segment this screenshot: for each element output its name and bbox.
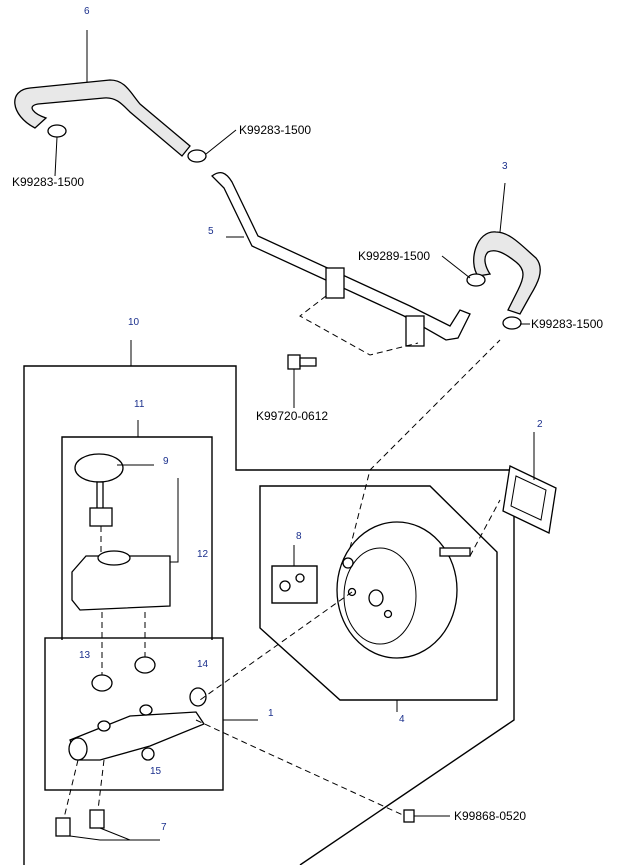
part-number-clamp-top-right: K99283-1500 xyxy=(239,123,311,137)
leader-7b xyxy=(99,827,131,841)
reservoir-seal-b xyxy=(134,656,156,674)
part-number-screw: K99868-0520 xyxy=(454,809,526,823)
booster-stud-b xyxy=(383,609,393,619)
cap-filter-stem xyxy=(96,481,104,511)
brake-fitting-b xyxy=(89,809,105,829)
fluid-reservoir-12 xyxy=(71,555,171,611)
callout-8: 8 xyxy=(296,531,302,542)
pipe-bracket-right xyxy=(405,315,425,347)
assembly-frame-10 xyxy=(23,365,515,865)
hose-clamp-left xyxy=(47,124,67,138)
part-number-clamp-top-left: K99283-1500 xyxy=(12,175,84,189)
master-cylinder xyxy=(69,711,205,761)
cap-filter xyxy=(89,507,113,527)
dash-mc-to-fittings-b xyxy=(97,759,105,811)
dash-booster-to-gasket xyxy=(469,499,501,557)
vacuum-hose-3 xyxy=(473,231,541,315)
callout-15: 15 xyxy=(150,766,162,777)
callout-1: 1 xyxy=(268,708,274,719)
part-number-clamp-right: K99283-1500 xyxy=(531,317,603,331)
screw-head xyxy=(403,809,415,823)
gasket-2-inner xyxy=(510,475,547,521)
callout-14: 14 xyxy=(197,659,209,670)
pipe-bracket-left xyxy=(325,267,345,299)
brake-booster-body xyxy=(336,521,458,659)
brake-fitting-a xyxy=(55,817,71,837)
reservoir-seal-a xyxy=(91,674,113,692)
hose-clamp-lower xyxy=(502,316,522,330)
bolt-shank xyxy=(299,357,317,367)
booster-check-port xyxy=(342,557,354,569)
dash-booster-to-hose xyxy=(349,339,501,549)
vacuum-hose-6 xyxy=(14,79,191,157)
bracket-dashed-outline xyxy=(299,295,419,356)
reservoir-frame-11 xyxy=(61,436,213,640)
callout-12: 12 xyxy=(197,549,209,560)
callout-7: 7 xyxy=(161,822,167,833)
leader-clamp-mid xyxy=(441,255,471,279)
part-number-bolt: K99720-0612 xyxy=(256,409,328,423)
leader-clamp-top-left xyxy=(54,136,58,177)
reservoir-filler-neck xyxy=(97,550,131,566)
master-cylinder-frame xyxy=(44,637,224,791)
dash-mc-to-screw xyxy=(195,719,406,817)
mc-port-a xyxy=(97,720,111,732)
part-number-clamp-mid: K99289-1500 xyxy=(358,249,430,263)
dash-booster-to-mc xyxy=(199,591,353,701)
callout-9: 9 xyxy=(163,456,169,467)
bolt-head xyxy=(287,354,301,370)
gasket-2 xyxy=(502,465,557,534)
callout-10: 10 xyxy=(128,317,140,328)
booster-pushrod xyxy=(439,547,471,557)
callout-3: 3 xyxy=(502,161,508,172)
grommet-kit-frame-8 xyxy=(271,565,318,604)
booster-frame-4 xyxy=(259,485,498,701)
o-ring-14 xyxy=(189,687,207,707)
reservoir-cap xyxy=(74,453,124,483)
hose-clamp-right xyxy=(187,149,207,163)
grommet-b xyxy=(295,573,305,583)
leader-7 xyxy=(69,835,160,841)
callout-2: 2 xyxy=(537,419,543,430)
leader-3 xyxy=(499,182,506,233)
mc-port-b xyxy=(139,704,153,716)
vacuum-pipe-5 xyxy=(211,171,471,341)
hose-clamp-mid xyxy=(466,273,486,287)
leader-12 xyxy=(170,478,179,563)
piston-stopper-15 xyxy=(141,747,155,761)
callout-11: 11 xyxy=(134,399,145,410)
grommet-a xyxy=(279,580,291,592)
brake-booster-face xyxy=(343,547,417,645)
master-cylinder-bore xyxy=(68,737,88,761)
leader-clamp-top-right xyxy=(205,129,237,155)
callout-4: 4 xyxy=(399,714,405,725)
callout-6: 6 xyxy=(84,6,90,17)
callout-13: 13 xyxy=(79,650,91,661)
callout-5: 5 xyxy=(208,226,214,237)
booster-center-hub xyxy=(368,589,384,607)
dash-mc-to-fittings xyxy=(63,759,79,819)
